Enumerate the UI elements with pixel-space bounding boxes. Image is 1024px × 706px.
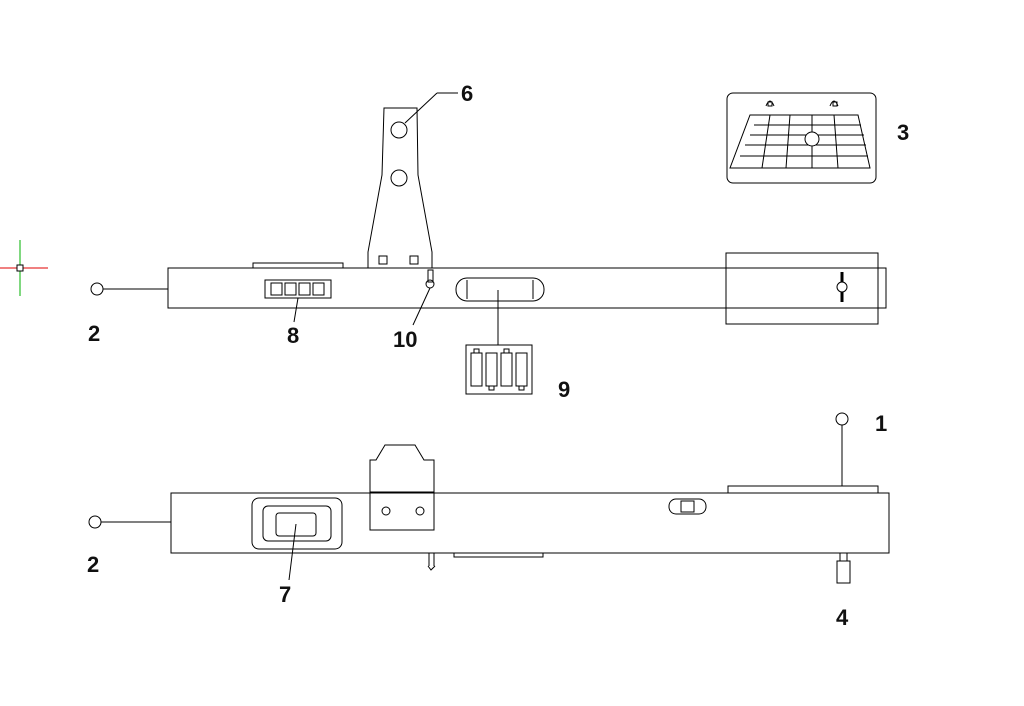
battery-holder-detail xyxy=(465,344,533,395)
bubble-vial xyxy=(668,498,707,515)
mast-hole-lower xyxy=(390,169,408,187)
laser-grid-display xyxy=(726,92,877,184)
callout-6: 6 xyxy=(461,81,473,106)
callout-2-bottom: 2 xyxy=(87,552,99,577)
callout-2-top: 2 xyxy=(88,321,100,346)
callout-10: 10 xyxy=(393,327,417,352)
callout-4: 4 xyxy=(836,605,849,630)
callout-3: 3 xyxy=(897,120,909,145)
main-beam-top xyxy=(167,267,887,309)
top-view xyxy=(90,92,887,345)
main-beam-bottom xyxy=(170,492,890,554)
battery-cover xyxy=(455,277,545,302)
callout-1: 1 xyxy=(875,411,887,436)
crosshair-cursor-icon[interactable] xyxy=(0,240,48,296)
display-window xyxy=(251,497,343,550)
callout-9: 9 xyxy=(558,377,570,402)
mast-plate xyxy=(367,107,433,269)
callout-7: 7 xyxy=(279,582,291,607)
mast-hole-upper xyxy=(390,121,408,139)
callout-8: 8 xyxy=(287,323,299,348)
bottom-view xyxy=(88,412,890,584)
